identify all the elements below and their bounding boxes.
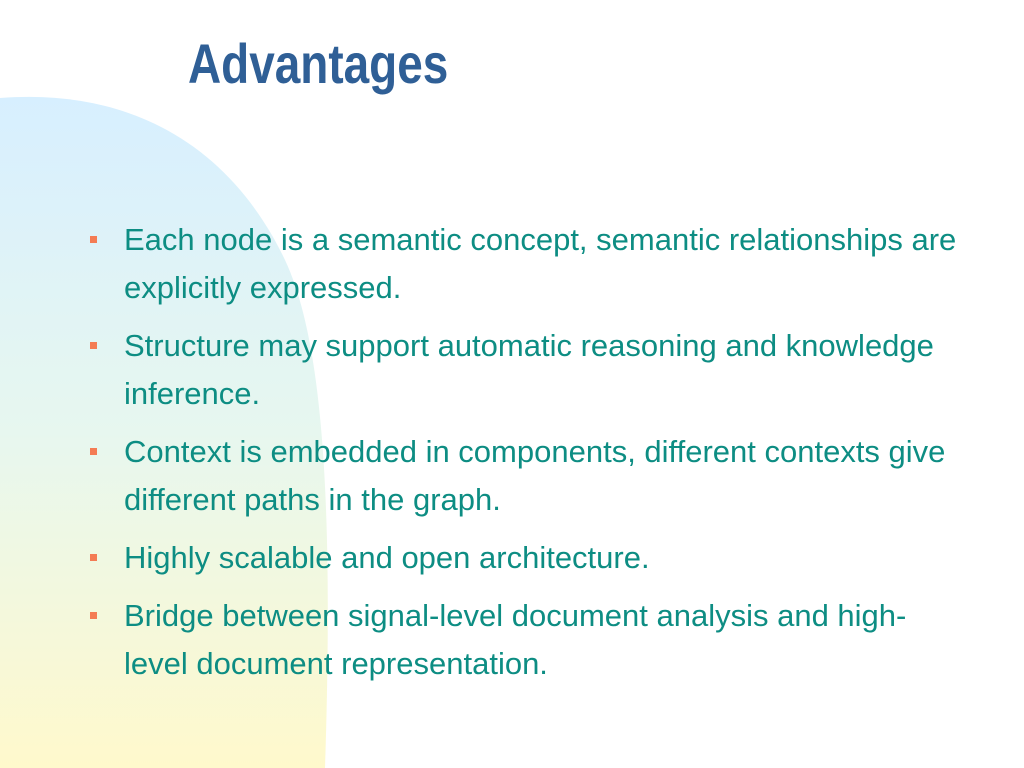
bullet-item: Bridge between signal-level document ana… [88, 592, 968, 688]
square-bullet-icon [90, 612, 97, 619]
bullet-item: Context is embedded in components, diffe… [88, 428, 968, 524]
square-bullet-icon [90, 554, 97, 561]
square-bullet-icon [90, 342, 97, 349]
bullet-list: Each node is a semantic concept, semanti… [88, 216, 968, 698]
bullet-text: Bridge between signal-level document ana… [124, 598, 907, 681]
bullet-text: Structure may support automatic reasonin… [124, 328, 934, 411]
bullet-item: Highly scalable and open architecture. [88, 534, 968, 582]
slide-title: Advantages [188, 32, 449, 95]
bullet-text: Context is embedded in components, diffe… [124, 434, 946, 517]
bullet-text: Highly scalable and open architecture. [124, 540, 650, 575]
bullet-text: Each node is a semantic concept, semanti… [124, 222, 957, 305]
bullet-item: Structure may support automatic reasonin… [88, 322, 968, 418]
square-bullet-icon [90, 236, 97, 243]
square-bullet-icon [90, 448, 97, 455]
bullet-item: Each node is a semantic concept, semanti… [88, 216, 968, 312]
